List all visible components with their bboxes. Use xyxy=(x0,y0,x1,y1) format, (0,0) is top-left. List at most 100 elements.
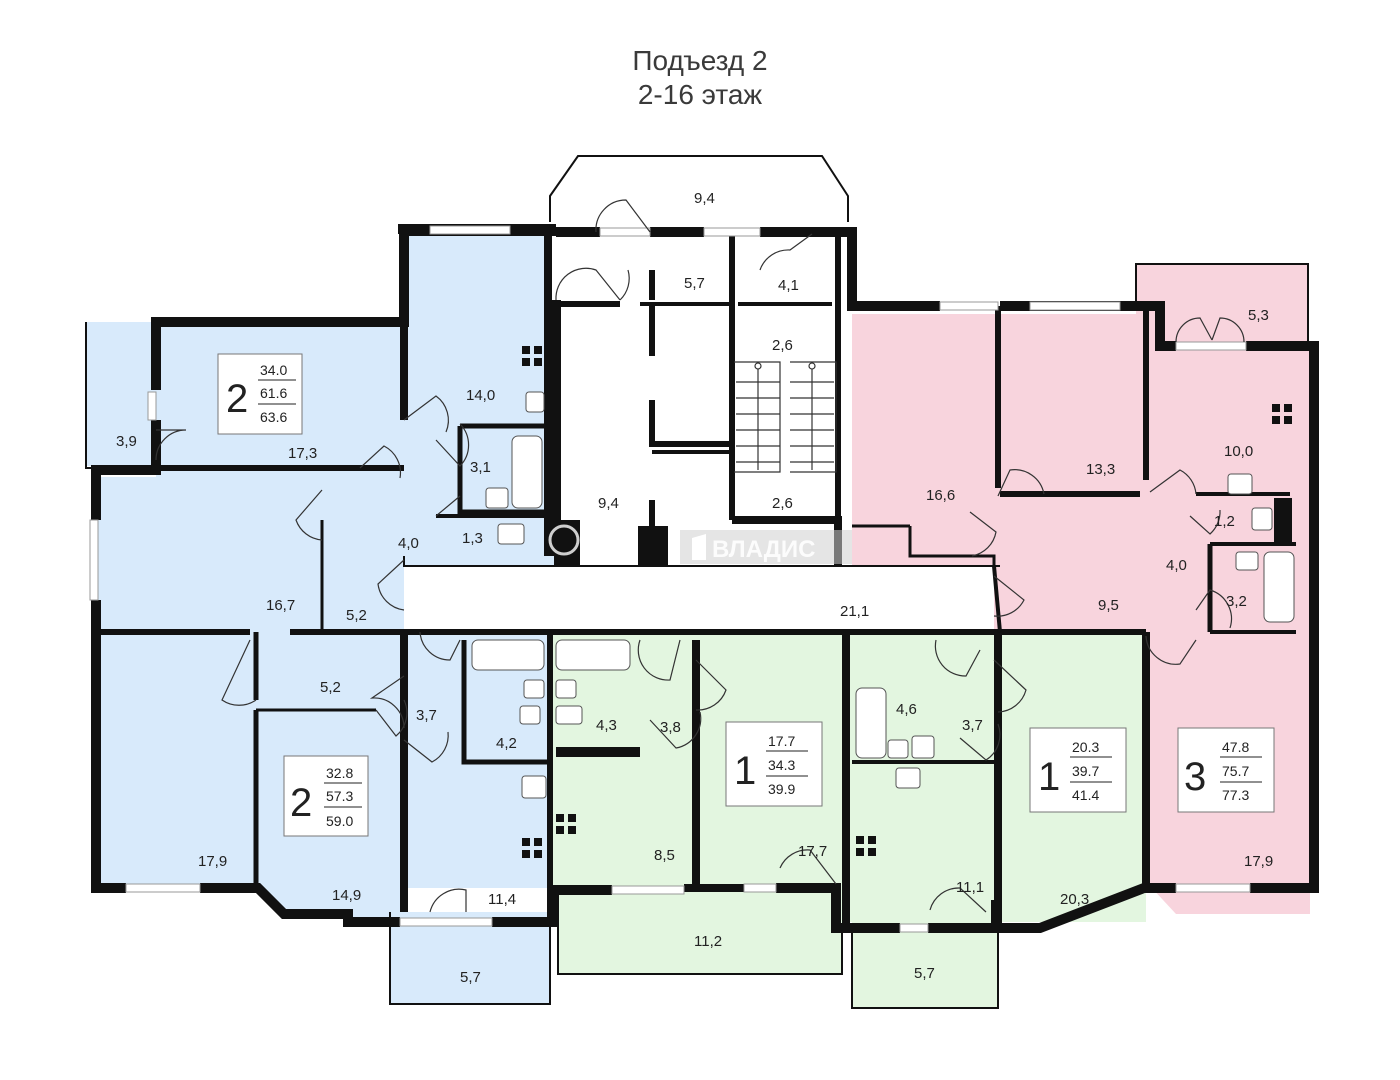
area-a5-kitchen: 10,0 xyxy=(1224,443,1253,460)
apartment-info-boxes: 2 34.0 61.6 63.6 2 32.8 57.3 59.0 1 17.7… xyxy=(217,353,1275,837)
apt-info-1: 2 34.0 61.6 63.6 xyxy=(217,353,303,435)
area-a2-bath: 4,2 xyxy=(496,735,517,752)
apt-info-4: 1 20.3 39.7 41.4 xyxy=(1029,727,1127,813)
apt2-balcony-fill xyxy=(390,912,550,1004)
apt3-balcony-fill xyxy=(558,888,842,974)
area-a2-corr: 5,2 xyxy=(320,679,341,696)
area-a5-room1: 16,6 xyxy=(926,487,955,504)
toilet-icon xyxy=(519,705,541,725)
apt1-living: 34.0 xyxy=(260,362,287,378)
stove-icon xyxy=(522,838,542,858)
toilet-icon xyxy=(497,523,525,545)
area-a5-bath: 3,2 xyxy=(1226,593,1247,610)
apt4-living: 20.3 xyxy=(1072,739,1099,755)
area-a1-balcony: 3,9 xyxy=(116,433,137,450)
area-a4-bath: 4,6 xyxy=(896,701,917,718)
apt-info-5: 3 47.8 75.7 77.3 xyxy=(1177,727,1275,813)
apt2-living: 32.8 xyxy=(326,765,353,781)
area-a2-room2: 14,9 xyxy=(332,887,361,904)
apt1-rooms: 2 xyxy=(226,377,248,421)
apt4-balcony-fill xyxy=(852,922,998,1008)
apt4-total-balcony: 41.4 xyxy=(1072,787,1099,803)
area-a3-bath: 4,3 xyxy=(596,717,617,734)
sink-icon xyxy=(525,391,545,413)
fixtures xyxy=(471,391,1295,799)
area-elevator-hall: 4,1 xyxy=(778,277,799,294)
area-a2-kitchen: 11,4 xyxy=(488,891,516,908)
area-a1-hall: 4,0 xyxy=(398,535,419,552)
bathtub-icon xyxy=(855,687,887,759)
sink-icon xyxy=(1235,551,1259,571)
toilet-icon xyxy=(555,705,583,725)
core-area xyxy=(548,236,848,526)
apt1-total-balcony: 63.6 xyxy=(260,409,287,425)
apt4-rooms: 1 xyxy=(1038,755,1060,799)
sink-icon xyxy=(895,767,921,789)
area-lobby-top: 9,4 xyxy=(694,190,715,207)
area-a1-room: 17,3 xyxy=(288,445,317,462)
area-a1-wc: 1,3 xyxy=(462,530,483,547)
area-a5-room3: 17,9 xyxy=(1244,853,1273,870)
area-a5-balcony: 5,3 xyxy=(1248,307,1269,324)
corridor-main xyxy=(404,566,994,630)
sink-icon xyxy=(485,487,509,509)
sink-icon xyxy=(555,679,577,699)
sink-icon xyxy=(523,679,545,699)
stove-icon xyxy=(522,346,542,366)
area-a4-room: 20,3 xyxy=(1060,891,1089,908)
sink-icon xyxy=(1227,473,1253,495)
apt3-total: 34.3 xyxy=(768,757,795,773)
area-a4-kitchen: 11,1 xyxy=(956,879,984,896)
area-a5-corr: 9,5 xyxy=(1098,597,1119,614)
apt1-balcony-fill xyxy=(86,322,156,466)
area-a2-room: 17,9 xyxy=(198,853,227,870)
area-a3-hall: 3,8 xyxy=(660,719,681,736)
bathtub-icon xyxy=(555,639,631,671)
apt3-living: 17.7 xyxy=(768,733,795,749)
room-area-labels: 9,4 5,7 4,1 2,6 2,6 9,4 21,1 3,9 17,3 14… xyxy=(116,190,1273,986)
toilet-icon xyxy=(911,735,935,759)
entrance-title: Подъезд 2 xyxy=(632,45,768,76)
area-a5-room2: 13,3 xyxy=(1086,461,1115,478)
stove-icon xyxy=(856,836,876,856)
bathtub-icon xyxy=(1263,551,1295,623)
area-a4-balcony: 5,7 xyxy=(914,965,935,982)
floors-subtitle: 2-16 этаж xyxy=(637,79,763,110)
logo-house-icon xyxy=(692,534,706,560)
toilet-icon xyxy=(1251,507,1273,531)
area-a2-hall: 3,7 xyxy=(416,707,437,724)
area-a4-hall: 3,7 xyxy=(962,717,983,734)
stove-icons xyxy=(522,346,1292,858)
area-a2-balcony: 5,7 xyxy=(460,969,481,986)
watermark: ВЛАДИС xyxy=(548,524,852,564)
bathtub-icon xyxy=(471,639,545,671)
apt4-total: 39.7 xyxy=(1072,763,1099,779)
area-a1-bath: 3,1 xyxy=(470,459,491,476)
apt1-total: 61.6 xyxy=(260,385,287,401)
apt3-total-balcony: 39.9 xyxy=(768,781,795,797)
area-stair-top: 2,6 xyxy=(772,337,793,354)
common-areas xyxy=(404,236,994,630)
apt2-total-balcony: 59.0 xyxy=(326,813,353,829)
walls xyxy=(85,155,1319,1009)
area-a3-balcony: 11,2 xyxy=(694,933,722,950)
apt2-total: 57.3 xyxy=(326,788,353,804)
windows xyxy=(89,225,1251,933)
area-corridor-main: 21,1 xyxy=(840,603,869,620)
apt5-rooms: 3 xyxy=(1184,755,1206,799)
stairs xyxy=(734,361,837,473)
stove-icon xyxy=(1272,404,1292,424)
area-a3-kitchen: 8,5 xyxy=(654,847,675,864)
bathtub-icon xyxy=(511,435,543,509)
area-a5-wc: 1,2 xyxy=(1214,513,1235,530)
doors xyxy=(155,199,1245,913)
area-corridor-left: 9,4 xyxy=(598,495,619,512)
area-a5-hall: 4,0 xyxy=(1166,557,1187,574)
area-a3-room: 17,7 xyxy=(798,843,827,860)
watermark-text: ВЛАДИС xyxy=(712,536,815,563)
apt-info-3: 1 17.7 34.3 39.9 xyxy=(725,721,823,807)
area-a1-room2: 16,7 xyxy=(266,597,295,614)
area-hall-small: 5,7 xyxy=(684,275,705,292)
sink-icon xyxy=(521,775,547,799)
